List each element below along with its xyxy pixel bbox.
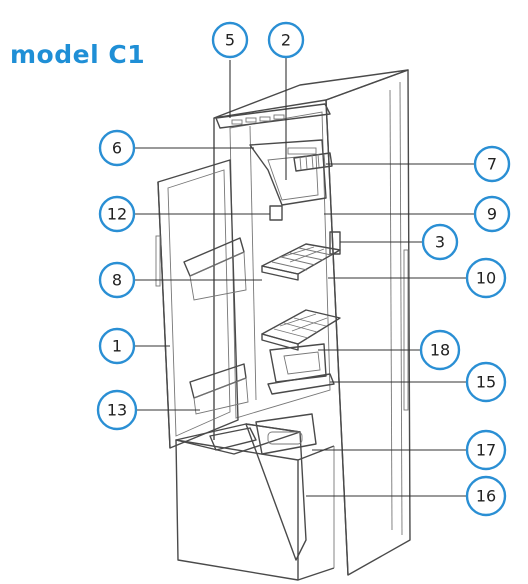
svg-text:12: 12 [107, 205, 127, 224]
callout-16: 16 [465, 475, 507, 517]
svg-text:8: 8 [112, 271, 122, 290]
interior-light [269, 205, 283, 221]
control-panel [215, 103, 331, 129]
callout-15: 15 [465, 361, 507, 403]
callout-5: 5 [211, 21, 249, 59]
glass-cover [267, 373, 335, 395]
fridge-cabinet [213, 69, 411, 576]
fridge-door [155, 159, 249, 449]
callout-2: 2 [267, 21, 305, 59]
svg-text:2: 2 [281, 31, 291, 50]
svg-text:3: 3 [435, 233, 445, 252]
svg-text:7: 7 [487, 155, 497, 174]
svg-text:17: 17 [476, 441, 496, 460]
callout-1: 1 [98, 327, 136, 365]
thermostat-knob [329, 231, 341, 255]
svg-text:9: 9 [487, 205, 497, 224]
callout-7: 7 [473, 145, 511, 183]
callout-8: 8 [98, 261, 136, 299]
svg-text:6: 6 [112, 139, 122, 158]
svg-text:16: 16 [476, 487, 496, 506]
callout-17: 17 [465, 429, 507, 471]
svg-text:1: 1 [112, 337, 122, 356]
callout-10: 10 [465, 257, 507, 299]
leader-lines [135, 58, 474, 497]
freezer-compartment [249, 139, 333, 206]
svg-text:18: 18 [430, 341, 450, 360]
svg-text:10: 10 [476, 269, 496, 288]
svg-text:15: 15 [476, 373, 496, 392]
callout-3: 3 [421, 223, 459, 261]
callout-12: 12 [98, 195, 136, 233]
callout-13: 13 [96, 389, 138, 431]
callouts: 5 2 6 7 12 9 3 8 [96, 21, 511, 517]
callout-6: 6 [98, 129, 136, 167]
freezer-drawer [175, 413, 335, 581]
svg-text:5: 5 [225, 31, 235, 50]
crisper-box [269, 343, 327, 383]
callout-18: 18 [419, 329, 461, 371]
upper-shelf [261, 243, 341, 281]
svg-text:13: 13 [107, 401, 127, 420]
callout-9: 9 [473, 195, 511, 233]
page-title: model C1 [10, 40, 146, 69]
lower-shelf [261, 309, 341, 351]
